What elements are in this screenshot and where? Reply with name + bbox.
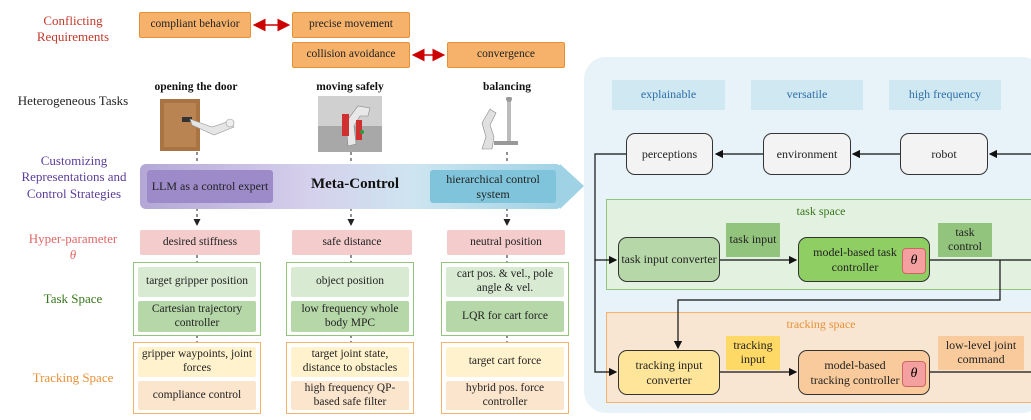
flow-arrows — [594, 149, 1031, 377]
perceptions-block: perceptions — [626, 133, 713, 175]
hyper-parameter-text: Hyper-parameter — [28, 231, 118, 246]
meta-control-pointer — [560, 164, 584, 209]
target-joint-state: target joint state, distance to obstacle… — [291, 347, 409, 377]
task-space-panel-door — [133, 262, 261, 336]
task-input-converter: task input converter — [618, 237, 720, 282]
task-theta-icon: θ — [902, 248, 926, 274]
llm-control-expert: LLM as a control expert — [147, 170, 273, 203]
balance-robot-image — [481, 97, 518, 150]
object-position: object position — [291, 267, 409, 297]
gripper-waypoints: gripper waypoints, joint forces — [138, 347, 256, 377]
req-collision-avoidance: collision avoidance — [292, 42, 410, 68]
label-tracking-space: Tracking Space — [32, 370, 114, 385]
req-precise-movement: precise movement — [292, 12, 410, 38]
compliance-control: compliance control — [138, 381, 256, 410]
tracking-space-title: tracking space — [786, 317, 856, 331]
hyper-safe-distance: safe distance — [292, 230, 412, 255]
hyper-neutral-position: neutral position — [447, 230, 565, 255]
conflict-arrows — [252, 18, 446, 62]
door-robot-image — [160, 99, 235, 151]
label-customizing: Customizing Representations and Control … — [21, 153, 127, 201]
label-conflicting-requirements: Conflicting Requirements — [36, 13, 110, 45]
label-hyper-parameter: Hyper-parameter θ — [14, 231, 132, 264]
chip-high-frequency: high frequency — [889, 80, 1001, 110]
tracking-theta-icon: θ — [902, 361, 926, 387]
hyper-desired-stiffness: desired stiffness — [140, 230, 260, 255]
hybrid-force-controller: hybrid pos. force controller — [446, 381, 564, 410]
theta-symbol: θ — [69, 247, 77, 263]
target-cart-force: target cart force — [446, 347, 564, 377]
task-opening-door: opening the door — [154, 81, 238, 93]
tracking-space-panel-door — [133, 342, 261, 414]
tracking-controller-label: model-based tracking controller — [810, 358, 900, 387]
task-controller-label: model-based task controller — [813, 245, 897, 274]
meta-control-title: Meta-Control — [310, 176, 400, 192]
lqr-cart-force: LQR for cart force — [446, 301, 564, 332]
environment-block: environment — [763, 133, 851, 175]
cartesian-trajectory-controller: Cartesian trajectory controller — [138, 301, 256, 332]
task-space-panel-safe — [286, 262, 414, 336]
task-balancing: balancing — [483, 81, 531, 93]
tracking-input-converter: tracking input converter — [618, 350, 720, 395]
task-control-label: task control — [938, 223, 992, 257]
joint-command-label: low-level joint command — [938, 336, 1024, 370]
target-gripper-position: target gripper position — [138, 267, 256, 297]
req-compliant-behavior: compliant behavior — [139, 12, 251, 38]
chip-versatile: versatile — [751, 80, 863, 110]
safe-robot-image — [318, 96, 382, 152]
label-task-space: Task Space — [43, 291, 103, 306]
low-frequency-mpc: low frequency whole body MPC — [291, 301, 409, 332]
task-moving-safely: moving safely — [316, 81, 384, 93]
tracking-input-label: tracking input — [726, 336, 780, 370]
robot-block: robot — [900, 133, 988, 175]
task-space-panel-balance — [441, 262, 569, 336]
tracking-space-panel-safe — [286, 342, 414, 414]
chip-explainable: explainable — [612, 80, 725, 110]
cart-pole-state: cart pos. & vel., pole angle & vel. — [446, 267, 564, 297]
hierarchical-control-system: hierarchical control system — [430, 170, 556, 203]
label-heterogeneous-tasks: Heterogeneous Tasks — [17, 93, 129, 108]
qp-safe-filter: high frequency QP-based safe filter — [291, 381, 409, 410]
task-input-label: task input — [726, 223, 780, 257]
tracking-space-panel-balance — [441, 342, 569, 414]
req-convergence: convergence — [447, 42, 565, 68]
dashed-connectors — [193, 152, 511, 342]
task-space-title: task space — [796, 204, 846, 218]
